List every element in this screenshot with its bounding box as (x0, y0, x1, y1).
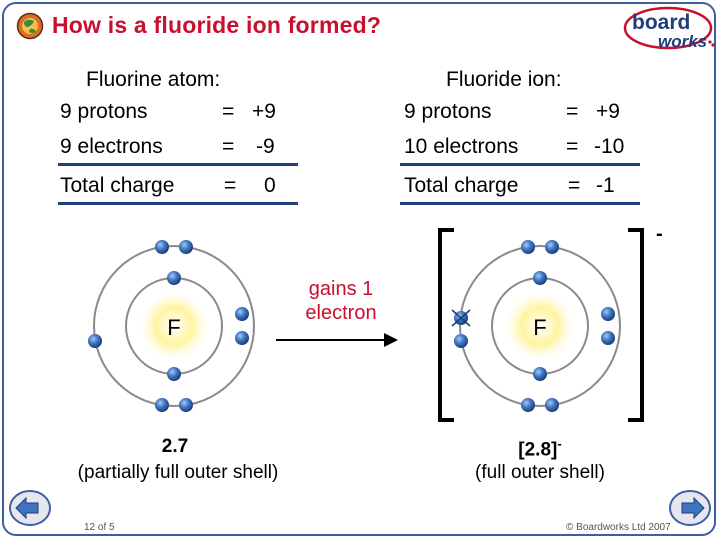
arrow-label-line2: electron (305, 302, 377, 324)
ion-electrons-eq: = (566, 135, 579, 158)
ion-electrons-value: -10 (594, 135, 625, 158)
nucleus (140, 292, 208, 360)
electron (155, 398, 169, 412)
globe-icon (16, 12, 44, 40)
atom-heading: Fluorine atom: (86, 68, 221, 91)
atom-symbol: F (167, 315, 180, 340)
ion-total-value: -1 (596, 174, 615, 197)
atom-shell-note: (partially full outer shell) (77, 462, 279, 483)
atom-total-label: Total charge (60, 174, 175, 197)
page-title: How is a fluoride ion formed? (52, 12, 382, 38)
atom-total-value: 0 (264, 174, 276, 197)
electron (235, 331, 249, 345)
ion-total-underline (400, 202, 640, 205)
outer-shell (459, 245, 621, 407)
header: How is a fluoride ion formed? board work… (0, 0, 720, 51)
atom-total-underline (58, 202, 298, 205)
electron (155, 240, 169, 254)
gained-electron-marker (451, 309, 471, 327)
atom-protons-value: +9 (252, 100, 276, 123)
electron (601, 331, 615, 345)
electron (167, 367, 181, 381)
ion-symbol: F (533, 315, 546, 340)
atom-electrons-eq: = (222, 135, 235, 158)
copyright: © Boardworks Ltd 2007 (566, 522, 671, 533)
back-arrow-icon[interactable] (8, 488, 52, 528)
ion-protons-label: 9 protons (404, 100, 492, 123)
fluoride-ion: F (451, 240, 621, 412)
electron (235, 307, 249, 321)
electron (521, 240, 535, 254)
atom-electrons-label: 9 electrons (60, 135, 163, 158)
atom-protons-eq: = (222, 100, 235, 123)
ion-protons-value: +9 (596, 100, 620, 123)
electron (545, 398, 559, 412)
atom-protons-label: 9 protons (60, 100, 148, 123)
electron (533, 271, 547, 285)
ion-configuration-wrap: [2.8]- (490, 436, 590, 461)
arrow-label-line1: gains 1 (308, 278, 374, 300)
page-number: 12 of 5 (84, 522, 115, 533)
electron (521, 398, 535, 412)
outer-shell (93, 245, 255, 407)
logo-bottom-text: works (658, 32, 707, 51)
ion-configuration-charge: - (557, 436, 562, 451)
electron (533, 367, 547, 381)
electron (601, 307, 615, 321)
electron (545, 240, 559, 254)
electron (179, 398, 193, 412)
fluorine-atom: F (88, 240, 255, 412)
ion-shell-note: (full outer shell) (475, 462, 605, 483)
nucleus (506, 292, 574, 360)
atom-electrons-value: -9 (256, 135, 275, 158)
atom-total-eq: = (224, 174, 237, 197)
arrow-head (384, 333, 398, 347)
electron (179, 240, 193, 254)
ion-protons-eq: = (566, 100, 579, 123)
ion-heading: Fluoride ion: (446, 68, 562, 91)
left-bracket (438, 228, 454, 422)
ion-total-eq: = (568, 174, 581, 197)
arrow-label: gains 1 electron (286, 277, 396, 325)
logo-top-text: board (632, 11, 690, 34)
ion-configuration: [2.8] (518, 439, 558, 461)
electron (88, 334, 102, 348)
atom-divider (58, 163, 298, 166)
ion-electrons-label: 10 electrons (404, 135, 519, 158)
right-bracket (628, 228, 644, 422)
atom-configuration: 2.7 (161, 436, 189, 457)
electron (454, 334, 468, 348)
ion-total-label: Total charge (404, 174, 519, 197)
forward-arrow-icon[interactable] (668, 488, 712, 528)
ion-charge: - (656, 223, 663, 245)
ion-divider (400, 163, 640, 166)
boardworks-logo: board works (623, 6, 715, 51)
electron-diagram: F - F (88, 223, 663, 422)
electron (167, 271, 181, 285)
